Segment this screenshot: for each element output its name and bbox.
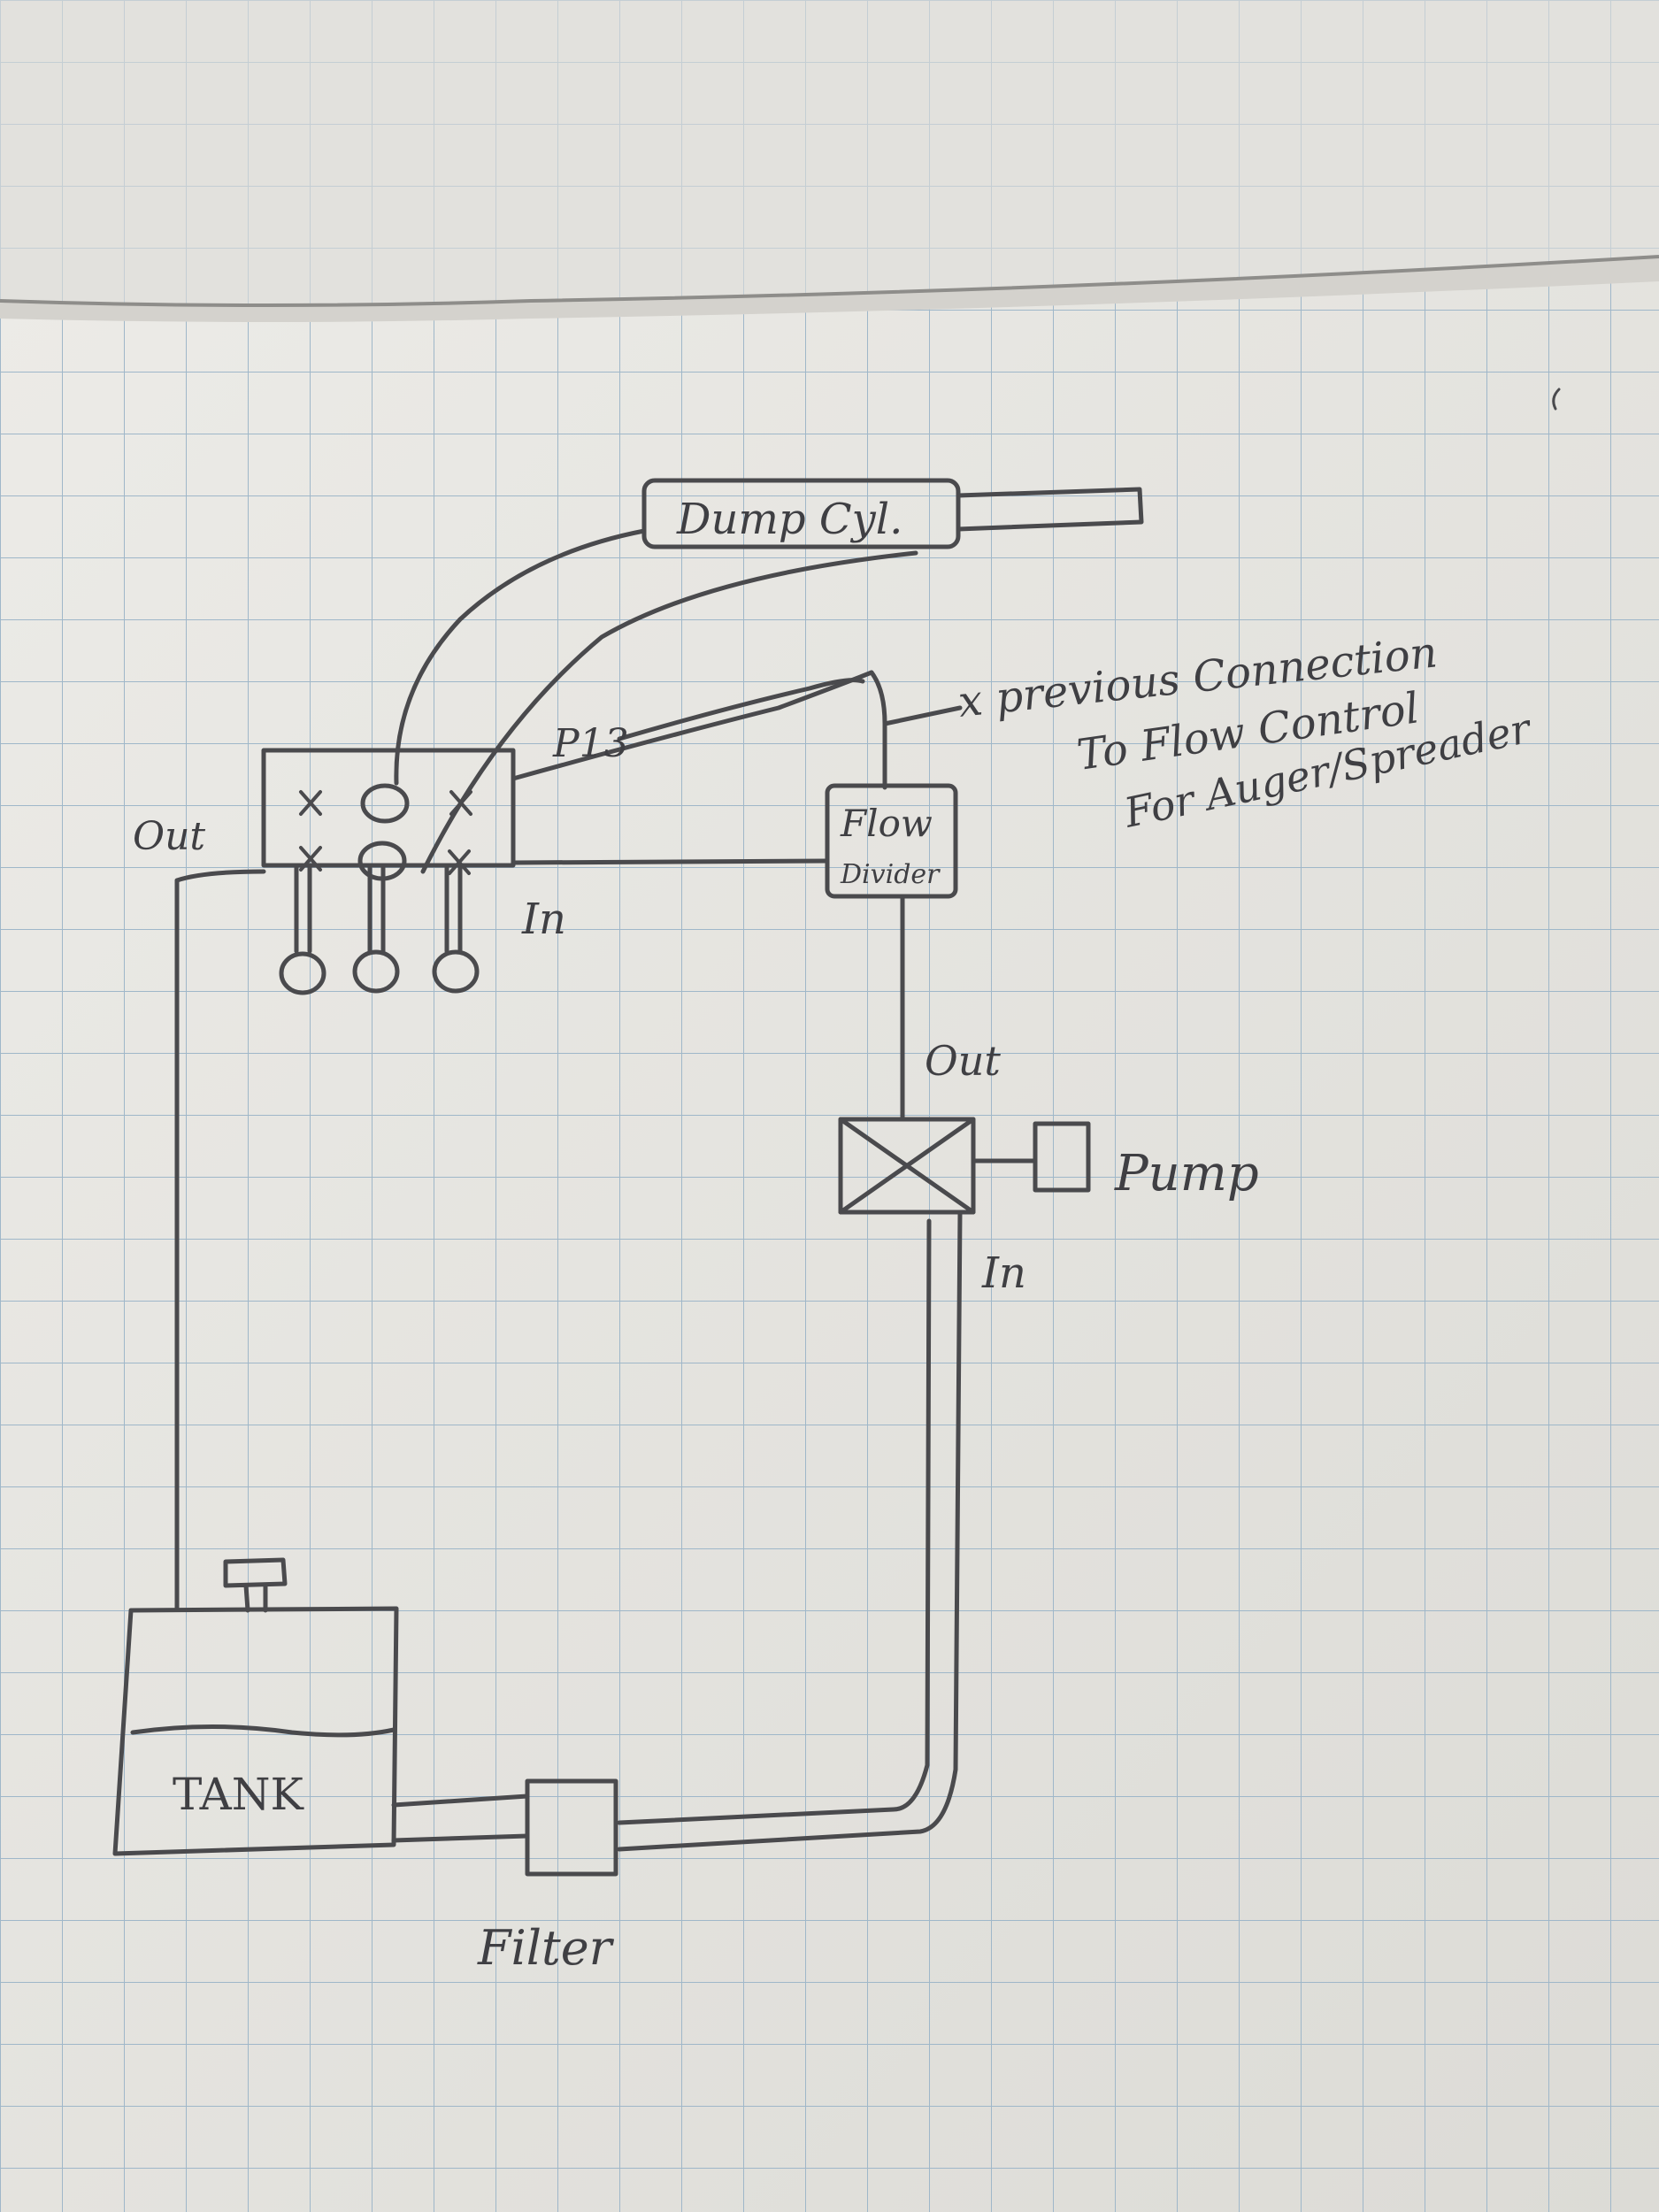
valve-out-label: Out (133, 814, 205, 859)
cylinder-rod (956, 487, 1144, 532)
flow-divider-label-2: Divider (840, 859, 941, 890)
filter-label: Filter (477, 1920, 615, 1976)
pump-cross (838, 1117, 976, 1215)
pump-in-label: In (981, 1248, 1026, 1298)
flow-divider (825, 783, 958, 899)
tank-label: TANK (173, 1769, 304, 1820)
filter (525, 1778, 618, 1877)
tank-line-bottom (391, 1833, 530, 1843)
suction-line-outer (617, 1210, 963, 1852)
valve-port-top (360, 783, 410, 824)
return-line (174, 869, 266, 1611)
pump-out-label: Out (925, 1037, 1001, 1085)
valve-plug-marks (299, 790, 472, 875)
tank-fluid-level (130, 1724, 396, 1738)
valve-in-line (511, 858, 830, 865)
control-valve (261, 748, 516, 868)
tank (112, 1606, 399, 1856)
suction-line-inner (617, 1218, 932, 1825)
p13-label: P13 (552, 721, 629, 766)
tank-filler-cap (223, 1557, 288, 1613)
previous-connection-line (869, 670, 963, 790)
flow-divider-label-1: Flow (840, 802, 933, 845)
pump-motor (1033, 1121, 1091, 1193)
dump-cylinder (641, 478, 961, 549)
pump-body (838, 1117, 976, 1215)
grid-paper (0, 281, 1659, 2212)
valve-handles (279, 864, 480, 995)
page-curl (0, 0, 1659, 307)
hose-cylinder-a (394, 528, 647, 786)
pump-label: Pump (1114, 1145, 1259, 1202)
stray-mark (1552, 388, 1561, 411)
tank-line-top (391, 1793, 530, 1808)
hose-cylinder-b (420, 550, 918, 874)
dump-cylinder-label: Dump Cyl. (676, 495, 902, 544)
loop-to-prev (617, 678, 865, 741)
valve-in-label: In (521, 895, 566, 944)
